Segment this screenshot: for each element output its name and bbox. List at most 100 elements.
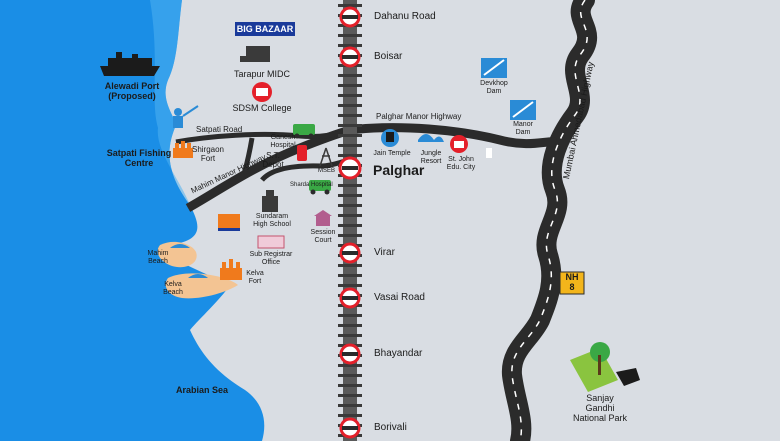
small-white-marker bbox=[486, 148, 492, 158]
railway-tie bbox=[338, 414, 362, 417]
railway-tie bbox=[338, 274, 362, 277]
railway-tie bbox=[338, 144, 362, 147]
station-label-virar: Virar bbox=[374, 247, 395, 258]
sdsm-college-label: SDSM College bbox=[232, 103, 292, 113]
kelva-beach-sand bbox=[165, 273, 238, 299]
station-marker-dahanu-road[interactable] bbox=[339, 6, 361, 28]
tarapur-midc-label: Tarapur MIDC bbox=[233, 69, 290, 79]
railway-tie bbox=[338, 124, 362, 127]
st-depot-bus-icon bbox=[297, 145, 307, 161]
mahim-beach-umbrella bbox=[170, 244, 190, 248]
national-park-icon bbox=[570, 342, 640, 392]
sundaram-school-icon bbox=[262, 190, 278, 212]
kelva-beach-umbrella bbox=[188, 274, 208, 278]
railway-tie bbox=[338, 214, 362, 217]
st-john-icon bbox=[450, 135, 468, 153]
shirgaon-fort-icon bbox=[173, 141, 193, 158]
railway-tie bbox=[338, 184, 362, 187]
alewadi-port-ship-icon bbox=[100, 52, 160, 76]
railway-tie bbox=[338, 74, 362, 77]
railway-tie bbox=[338, 234, 362, 237]
arabian-sea-label: Arabian Sea bbox=[176, 385, 229, 395]
station-marker-bhayandar[interactable] bbox=[339, 343, 361, 365]
manor-dam-icon bbox=[510, 100, 536, 120]
satpati-fisherman-icon bbox=[173, 105, 199, 128]
jain-temple-label: Jain Temple bbox=[373, 150, 411, 157]
railway-tie bbox=[338, 134, 362, 137]
highway-dash bbox=[511, 0, 588, 441]
mseb-tower-icon bbox=[319, 147, 333, 167]
nh8-shield bbox=[559, 271, 585, 295]
orange-stadium-icon bbox=[218, 214, 240, 231]
railway-tie bbox=[338, 314, 362, 317]
station-marker-virar[interactable] bbox=[339, 242, 361, 264]
railway-tie bbox=[338, 4, 362, 7]
palghar-label: Palghar bbox=[373, 162, 425, 178]
railway-tie bbox=[338, 114, 362, 117]
station-marker-borivali[interactable] bbox=[339, 417, 361, 439]
ganesh-hospital-icon bbox=[293, 124, 315, 139]
st-depot-label: S.T.Depot bbox=[262, 151, 284, 169]
station-label-boisar: Boisar bbox=[374, 51, 403, 62]
mahim-beach-sand bbox=[157, 241, 197, 268]
arabian-sea-area bbox=[0, 0, 265, 441]
shallow-coast bbox=[150, 0, 190, 205]
mseb-label: MSEB bbox=[318, 168, 336, 174]
palghar-station-marker[interactable] bbox=[338, 156, 362, 180]
kelva-fort-icon bbox=[220, 259, 242, 280]
devkhop-dam-icon bbox=[481, 58, 507, 78]
railway-tie bbox=[338, 34, 362, 37]
railway-tie bbox=[338, 284, 362, 287]
station-marker-vasai-road[interactable] bbox=[339, 287, 361, 309]
sub-registrar-icon bbox=[257, 235, 285, 249]
session-court-icon bbox=[314, 210, 332, 226]
station-marker-boisar[interactable] bbox=[339, 46, 361, 68]
railway-tie bbox=[338, 94, 362, 97]
railway-tie bbox=[338, 204, 362, 207]
station-label-borivali: Borivali bbox=[374, 422, 407, 433]
railway-tie bbox=[338, 44, 362, 47]
railway-tie bbox=[338, 374, 362, 377]
big-bazaar-logo: BIG BAZAAR bbox=[235, 22, 295, 36]
station-label-dahanu-road: Dahanu Road bbox=[374, 11, 436, 22]
satpati-road bbox=[175, 127, 351, 145]
railway-tie bbox=[338, 384, 362, 387]
sharda-hospital-icon bbox=[309, 180, 331, 195]
railway-tie bbox=[338, 364, 362, 367]
railway-tie bbox=[338, 264, 362, 267]
sdsm-college-icon bbox=[252, 82, 272, 102]
railway-tie bbox=[338, 224, 362, 227]
palghar-manor-highway bbox=[349, 123, 558, 149]
railway-tie bbox=[338, 324, 362, 327]
railway-tie bbox=[338, 104, 362, 107]
palghar-manor-highway-label: Palghar Manor Highway bbox=[376, 112, 462, 121]
station-label-vasai-road: Vasai Road bbox=[374, 292, 425, 303]
railway-tie bbox=[338, 394, 362, 397]
station-label-bhayandar: Bhayandar bbox=[374, 348, 423, 359]
satpati-road-label: Satpati Road bbox=[196, 125, 243, 134]
railway-tie bbox=[338, 334, 362, 337]
jain-temple-icon bbox=[381, 129, 399, 147]
alewadi-port-label: Alewadi Port(Proposed) bbox=[104, 81, 160, 101]
railway-tie bbox=[338, 194, 362, 197]
station-markers bbox=[339, 6, 361, 439]
palghar-boisar-link bbox=[241, 137, 255, 175]
railway-tie bbox=[338, 154, 362, 157]
